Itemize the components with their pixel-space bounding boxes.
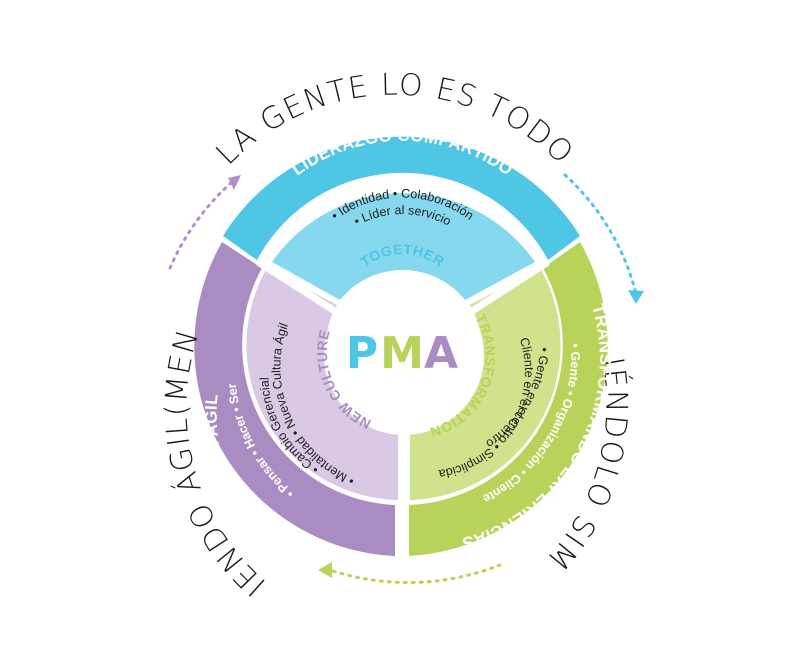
band-left-outer xyxy=(194,242,395,556)
arrow-green-head xyxy=(318,562,332,578)
logo-letter-a: A xyxy=(424,328,458,379)
pma-logo: P M A xyxy=(346,328,458,379)
arrow-green xyxy=(328,563,502,584)
band-left-inner xyxy=(246,268,398,500)
logo-letter-m: M xyxy=(380,328,424,379)
arrow-blue-head xyxy=(628,290,644,304)
arrow-blue xyxy=(563,173,637,292)
band-top-inner xyxy=(272,193,535,300)
band-right-inner xyxy=(410,268,561,500)
logo-letter-p: P xyxy=(346,328,378,379)
band-right-outer xyxy=(408,242,608,556)
arrow-purple xyxy=(168,180,234,270)
band-top-outer xyxy=(223,136,580,260)
arrow-purple-head xyxy=(228,175,241,190)
